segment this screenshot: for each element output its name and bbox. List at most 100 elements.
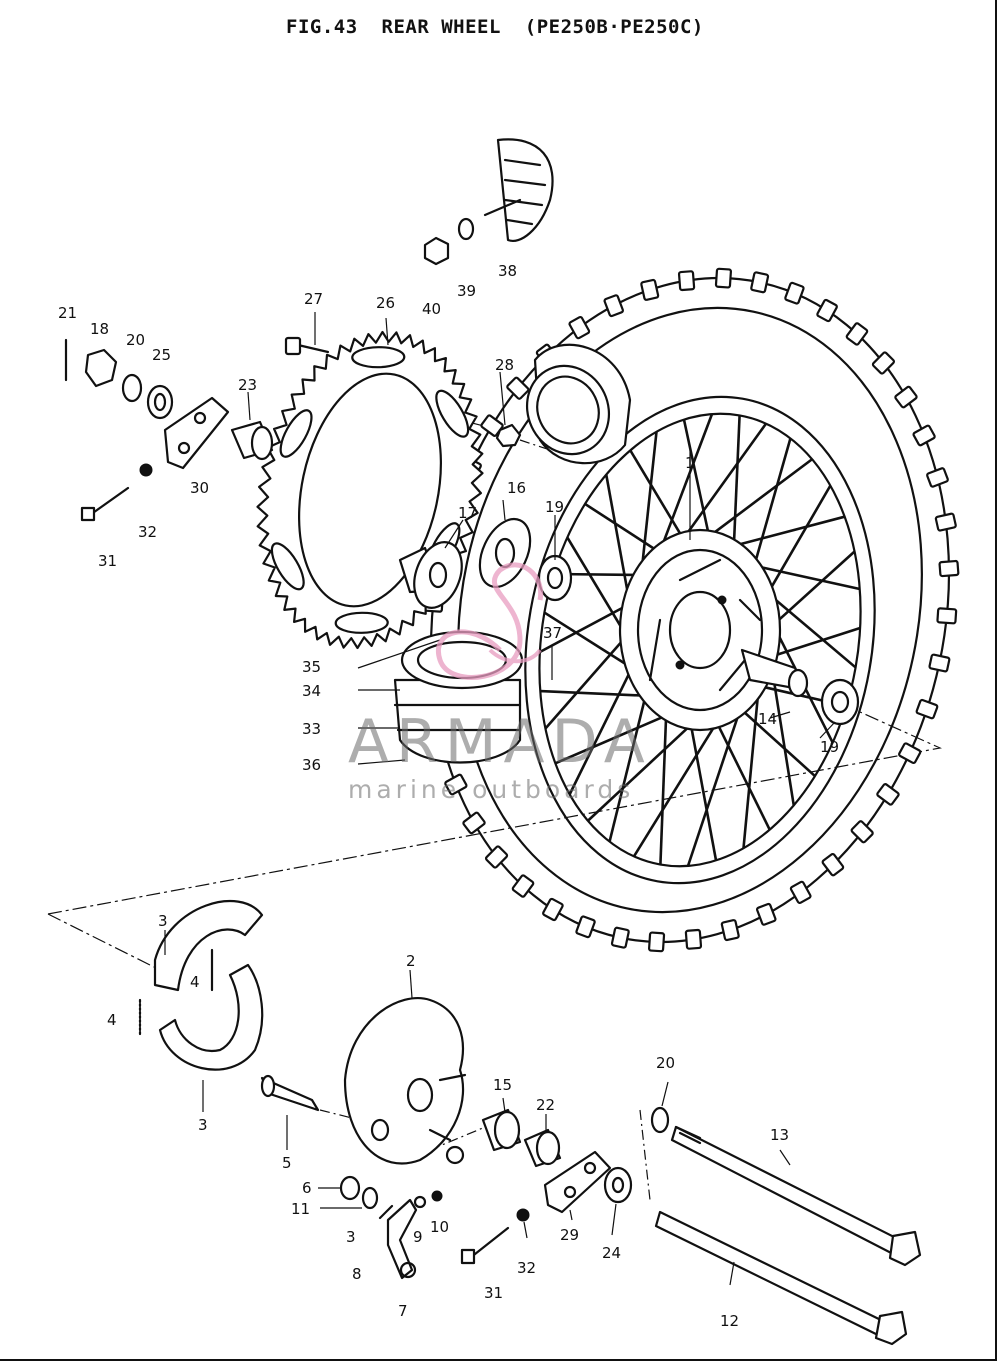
tire-knob <box>648 931 666 953</box>
spoke <box>700 458 813 544</box>
spoke <box>539 600 635 654</box>
label-part-25: 25 <box>152 346 171 364</box>
watermark-brand: ARMADA <box>348 707 652 777</box>
tire-knob <box>928 653 951 673</box>
label-part-38: 38 <box>498 262 517 280</box>
label-part-35: 35 <box>302 658 321 676</box>
label-part-36: 36 <box>302 756 321 774</box>
spoke <box>742 675 762 849</box>
sprocket-window <box>279 409 313 458</box>
brake-shoes <box>138 899 264 1071</box>
figure-title: FIG.43 REAR WHEEL (PE250B·PE250C) <box>286 16 704 38</box>
spoke <box>682 419 712 544</box>
label-part-31: 31 <box>98 552 117 570</box>
label-part-7: 7 <box>398 1302 408 1320</box>
label-part-15: 15 <box>493 1076 512 1094</box>
tire-knob <box>750 271 770 294</box>
tire-knob <box>936 607 958 625</box>
label-part-3-cam-lever: 3 <box>346 1228 356 1246</box>
tire-knob <box>542 897 564 922</box>
label-part-20-right: 20 <box>656 1054 675 1072</box>
sprocket-bolt <box>284 336 330 356</box>
tire-knob <box>912 424 936 447</box>
label-part-37: 37 <box>543 624 562 642</box>
label-part-11: 11 <box>291 1200 310 1218</box>
mud-shield <box>423 138 554 266</box>
tire-knob <box>876 783 900 806</box>
label-part-17: 17 <box>458 504 477 522</box>
spoke <box>544 631 631 730</box>
sprocket-window <box>334 611 389 634</box>
tire-knob <box>677 270 696 292</box>
label-part-21: 21 <box>58 304 77 322</box>
spoke <box>686 698 745 867</box>
brake-lever-group <box>339 1175 443 1280</box>
spoke <box>659 707 668 865</box>
tire-knob <box>506 376 530 400</box>
tire-knob <box>610 926 630 949</box>
label-part-9: 9 <box>413 1228 423 1246</box>
label-part-2: 2 <box>406 952 416 970</box>
tire-knob <box>568 315 591 340</box>
axle-spacers-right <box>481 1108 562 1168</box>
watermark-logo-icon <box>435 562 544 680</box>
sprocket-window <box>435 389 470 438</box>
spoke <box>608 687 649 842</box>
tire-knob <box>640 278 660 301</box>
leader-lines <box>164 312 836 1286</box>
tire-knob <box>756 902 777 926</box>
tire-knob <box>845 322 869 346</box>
tire-knob <box>934 512 957 532</box>
label-part-34: 34 <box>302 682 321 700</box>
label-part-16: 16 <box>507 479 526 497</box>
tire-knob <box>720 919 740 942</box>
spoke <box>554 710 676 765</box>
spoke <box>632 712 724 858</box>
label-part-12: 12 <box>720 1312 739 1330</box>
spoke <box>676 422 768 548</box>
spoke <box>745 562 861 591</box>
label-part-28: 28 <box>495 356 514 374</box>
spoke <box>765 626 861 660</box>
spoke <box>688 716 718 861</box>
watermark-tagline: marine outboards <box>348 775 634 804</box>
label-part-20: 20 <box>126 331 145 349</box>
label-part-30: 30 <box>190 479 209 497</box>
spoke <box>655 413 714 562</box>
tire-knob <box>484 845 509 869</box>
spoke <box>587 717 700 822</box>
label-part-33: 33 <box>302 720 321 738</box>
label-part-32: 32 <box>138 523 157 541</box>
sprocket-window <box>351 346 406 369</box>
label-part-4-spring: 4 <box>107 1011 117 1029</box>
tire-cutaway <box>525 343 632 465</box>
sprocket-nut <box>495 423 522 448</box>
label-part-1: 1 <box>685 454 695 472</box>
tire-knob <box>444 773 468 796</box>
brake-cam <box>260 1074 320 1112</box>
label-part-18: 18 <box>90 320 109 338</box>
label-part-27: 27 <box>304 290 323 308</box>
label-part-3: 3 <box>158 912 168 930</box>
label-part-26: 26 <box>376 294 395 312</box>
tire-knob <box>575 915 596 939</box>
tire-knob <box>603 294 624 318</box>
spoke <box>732 415 741 553</box>
label-part-3-lower: 3 <box>198 1116 208 1134</box>
label-part-19-right: 19 <box>820 738 839 756</box>
spoke <box>751 438 792 573</box>
spoke <box>584 502 665 556</box>
rear-axles <box>650 1106 922 1346</box>
label-part-22: 22 <box>536 1096 555 1114</box>
right-bearing <box>820 678 860 726</box>
label-part-24: 24 <box>602 1244 621 1262</box>
wheel-hub <box>618 528 809 732</box>
spoke <box>543 611 640 674</box>
label-part-5: 5 <box>282 1154 292 1172</box>
label-part-6: 6 <box>302 1179 312 1197</box>
tire-knob <box>684 928 703 950</box>
label-part-8: 8 <box>352 1265 362 1283</box>
